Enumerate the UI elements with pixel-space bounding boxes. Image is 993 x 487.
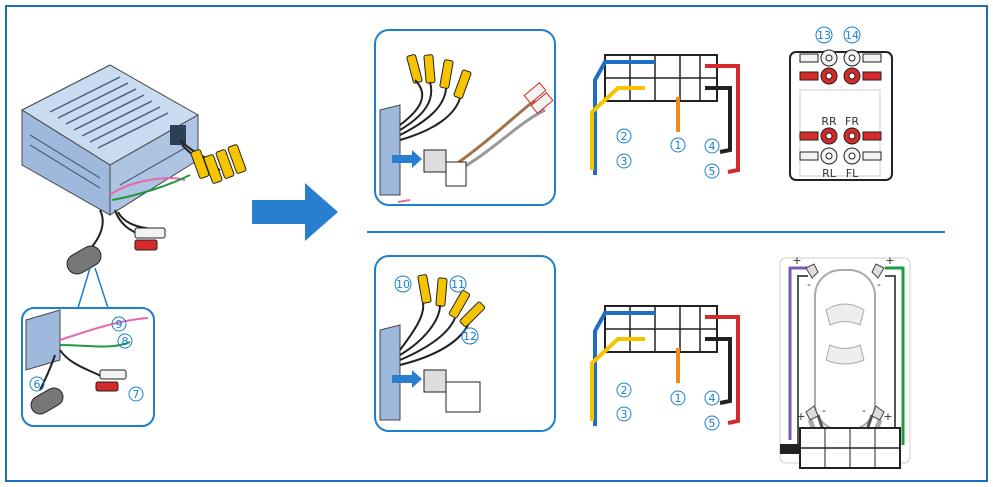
right-arrow-icon <box>252 183 338 241</box>
callout-11: 11 <box>449 275 467 293</box>
speaker-sign-fr-minus: - <box>877 278 881 291</box>
callout-6: 6 <box>29 376 45 392</box>
svg-text:3: 3 <box>621 155 628 168</box>
svg-text:4: 4 <box>709 392 716 405</box>
rca-label-rl: RL <box>822 167 837 180</box>
svg-text:1: 1 <box>675 392 682 405</box>
callout-1-top: 1 <box>670 137 686 153</box>
callout-2-top: 2 <box>616 128 632 144</box>
svg-text:12: 12 <box>463 330 477 343</box>
svg-text:5: 5 <box>709 417 716 430</box>
car-topview-icon <box>814 269 876 431</box>
svg-text:1: 1 <box>675 139 682 152</box>
car-speaker-diagram <box>779 257 911 469</box>
speaker-sign-fr-plus: + <box>885 254 894 267</box>
iso-connector-top <box>590 54 740 175</box>
callout-3-top: 3 <box>616 153 632 169</box>
callout-5-bottom: 5 <box>704 415 720 431</box>
audio-rca-plugs <box>134 227 166 251</box>
rca-label-rr: RR <box>821 115 837 128</box>
svg-text:2: 2 <box>621 130 628 143</box>
svg-text:11: 11 <box>451 278 465 291</box>
harness-inset-top <box>374 29 556 206</box>
speaker-sign-fl-plus: + <box>792 254 801 267</box>
callout-1-bottom: 1 <box>670 390 686 406</box>
svg-text:5: 5 <box>709 165 716 178</box>
rca-label-fl: FL <box>846 167 859 180</box>
speaker-sign-rl-plus: + <box>796 410 805 423</box>
callout-4-bottom: 4 <box>704 390 720 406</box>
callout-7: 7 <box>128 386 144 402</box>
svg-text:3: 3 <box>621 408 628 421</box>
rca-connector-icon <box>789 49 893 181</box>
speaker-sign-rr-plus: + <box>883 410 892 423</box>
svg-text:9: 9 <box>116 318 123 331</box>
detail-inset <box>21 307 155 427</box>
callout-14: 14 <box>843 26 861 44</box>
svg-text:13: 13 <box>817 29 831 42</box>
callout-12: 12 <box>461 327 479 345</box>
speaker-sign-rr-minus: - <box>862 404 866 417</box>
speaker-sign-fl-minus: - <box>807 278 811 291</box>
callout-5-top: 5 <box>704 163 720 179</box>
callout-9: 9 <box>111 316 127 332</box>
rca-label-fr: FR <box>845 115 859 128</box>
svg-text:8: 8 <box>122 335 129 348</box>
speaker-icon <box>805 263 885 421</box>
callout-4-top: 4 <box>704 138 720 154</box>
callout-8: 8 <box>117 333 133 349</box>
iso-connector-bottom <box>590 305 740 426</box>
car-stereo-unit-illustration <box>20 64 200 216</box>
callout-10: 10 <box>394 275 412 293</box>
microphone-plug-icon <box>66 245 102 275</box>
callout-3-bottom: 3 <box>616 406 632 422</box>
svg-text:14: 14 <box>845 29 859 42</box>
svg-text:10: 10 <box>396 278 410 291</box>
callout-2-bottom: 2 <box>616 382 632 398</box>
svg-text:7: 7 <box>133 388 140 401</box>
svg-text:6: 6 <box>34 378 41 391</box>
callout-13: 13 <box>815 26 833 44</box>
speaker-sign-rl-minus: - <box>822 404 826 417</box>
svg-text:4: 4 <box>709 140 716 153</box>
svg-text:2: 2 <box>621 384 628 397</box>
harness-inset-bottom <box>374 255 556 432</box>
video-rca-plugs <box>190 144 247 184</box>
